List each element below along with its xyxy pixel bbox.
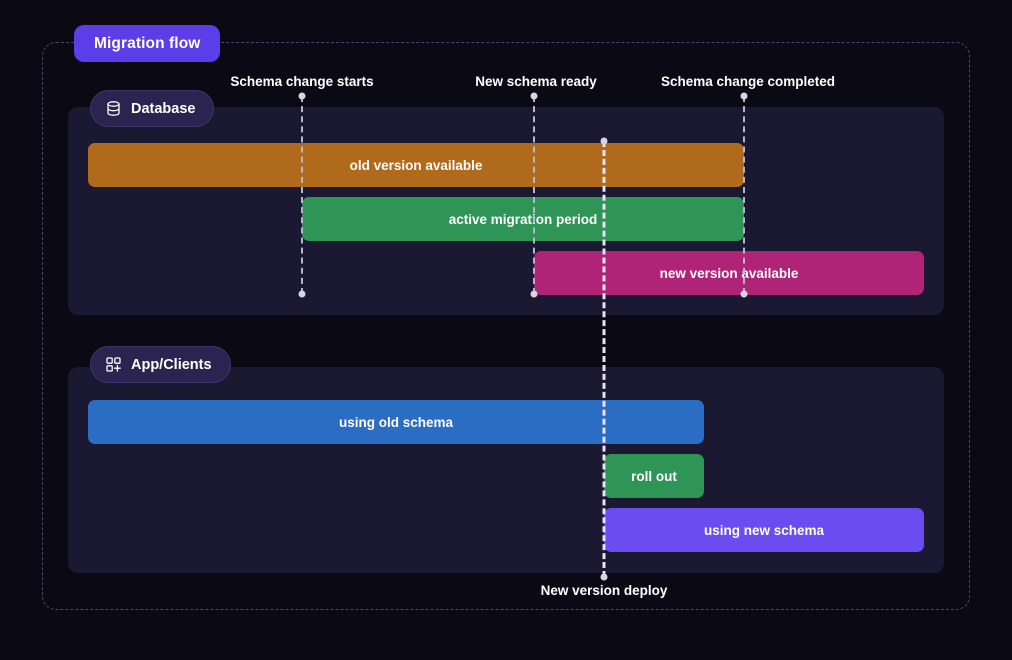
diagram-outer-frame <box>42 42 970 610</box>
marker-dot-schema-change-starts-top <box>298 92 306 100</box>
marker-label-schema-change-completed: Schema change completed <box>660 74 836 89</box>
bar-label-active-migration-period: active migration period <box>448 211 598 227</box>
lane-pill-database: Database <box>90 90 215 127</box>
lane-label-app: App/Clients <box>131 356 212 373</box>
marker-dot-schema-change-completed-bottom <box>740 290 748 298</box>
bar-roll-out: roll out <box>604 454 704 498</box>
marker-dot-schema-change-completed-top <box>740 92 748 100</box>
marker-label-schema-change-starts: Schema change starts <box>230 74 374 89</box>
marker-dot-new-schema-ready-bottom <box>530 290 538 298</box>
bar-active-migration-period: active migration period <box>302 197 744 241</box>
diagram-title-badge: Migration flow <box>74 25 221 62</box>
deploy-line-new-version-deploy <box>602 141 606 577</box>
bar-old-version-available: old version available <box>88 143 744 187</box>
bar-using-old-schema: using old schema <box>88 400 704 444</box>
lane-label-database: Database <box>131 100 196 117</box>
deploy-dot-bottom <box>600 573 608 581</box>
bar-label-using-old-schema: using old schema <box>338 414 454 430</box>
bar-label-old-version-available: old version available <box>349 157 483 173</box>
deploy-dot-top <box>600 137 608 145</box>
marker-dot-schema-change-starts-bottom <box>298 290 306 298</box>
marker-dot-new-schema-ready-top <box>530 92 538 100</box>
app-grid-plus-icon <box>105 356 122 373</box>
bar-label-using-new-schema: using new schema <box>703 522 825 538</box>
marker-label-new-schema-ready: New schema ready <box>475 74 597 89</box>
diagram-title-label: Migration flow <box>94 34 201 52</box>
database-icon <box>105 100 122 117</box>
bar-label-new-version-available: new version available <box>659 265 799 281</box>
deploy-label-new-version-deploy: New version deploy <box>540 583 668 598</box>
bar-using-new-schema: using new schema <box>604 508 924 552</box>
marker-line-new-schema-ready <box>533 96 535 294</box>
lane-pill-app: App/Clients <box>90 346 231 383</box>
bar-label-roll-out: roll out <box>631 468 677 484</box>
marker-line-schema-change-starts <box>301 96 303 294</box>
bar-new-version-available: new version available <box>534 251 924 295</box>
marker-line-schema-change-completed <box>743 96 745 294</box>
